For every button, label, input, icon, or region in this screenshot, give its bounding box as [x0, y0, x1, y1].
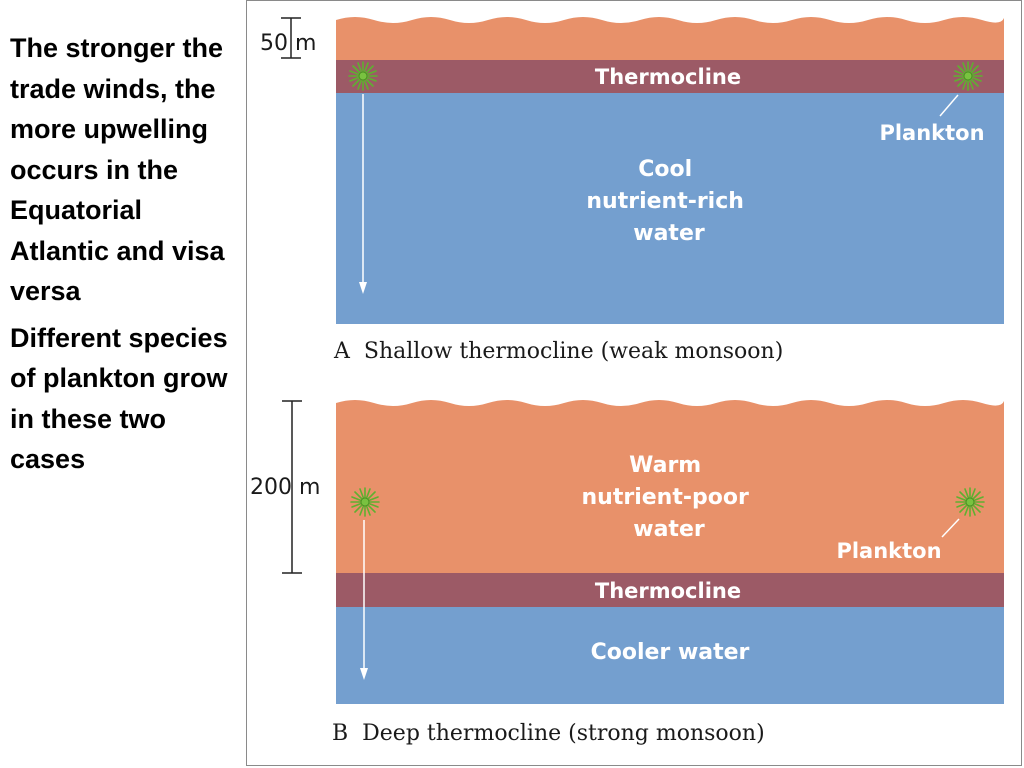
scale-bar-50m: [281, 17, 301, 59]
slide-text: The stronger the trade winds, the more u…: [10, 28, 238, 486]
cooler-water-layer: [336, 606, 1004, 704]
trade-winds-paragraph: The stronger the trade winds, the more u…: [10, 33, 225, 306]
cool-water-layer: [336, 92, 1004, 324]
thermocline-label: Thermocline: [595, 579, 741, 603]
thermocline-label: Thermocline: [595, 65, 741, 89]
cooler-water-label: Cooler water: [591, 640, 750, 665]
plankton-pointer: [941, 518, 960, 538]
scale-label: 200 m: [250, 475, 320, 500]
sinking-arrow: [360, 520, 368, 680]
water-label: Warm nutrient-poor water: [582, 453, 757, 542]
sinking-arrow: [359, 94, 367, 294]
panel-b: 200 m Warm nutrient-poor water Plankton …: [250, 400, 1004, 746]
plankton-icon: [955, 487, 985, 517]
thermocline-layer: [336, 573, 1004, 607]
plankton-icon: [350, 487, 380, 517]
plankton-icon: [348, 61, 378, 91]
panel-a-caption: A Shallow thermocline (weak monsoon): [333, 339, 783, 364]
plankton-label: Plankton: [836, 539, 941, 563]
scale-bar-200m: [282, 400, 302, 574]
panel-a: 50 m Thermocline Plankton Cool nutrient-…: [260, 17, 1004, 364]
plankton-label: Plankton: [879, 121, 984, 145]
plankton-icon: [953, 61, 983, 91]
thermocline-layer: [336, 60, 1004, 93]
scale-label: 50 m: [260, 31, 316, 56]
plankton-species-paragraph: Different species of plankton grow in th…: [10, 322, 228, 475]
plankton-pointer: [939, 94, 959, 117]
panel-b-caption: B Deep thermocline (strong monsoon): [332, 721, 765, 746]
water-label: Cool nutrient-rich water: [586, 157, 751, 246]
warm-surface-layer: [336, 17, 1004, 60]
warm-surface-layer: [336, 400, 1004, 573]
